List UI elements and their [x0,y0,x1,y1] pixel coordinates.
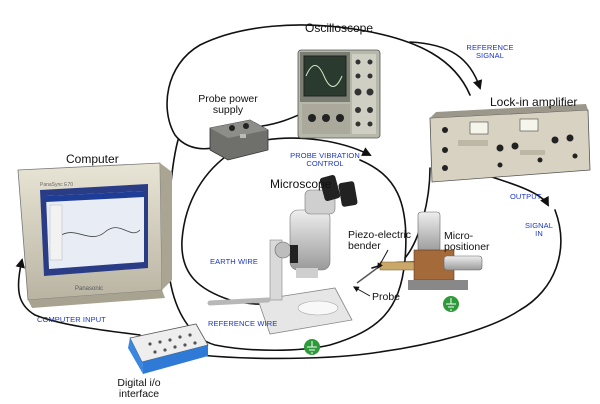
top-loop-wire [409,41,483,90]
oscilloscope-device [297,49,381,139]
probe-power-supply-device [209,119,269,161]
micropositioner-label: Micro- positioner [444,230,490,254]
reference-signal-label-line1: REFERENCE [466,43,514,52]
microscope-label: Microscope [270,177,332,191]
probe-vibration-control-label: PROBE VIBRATION CONTROL [282,152,368,168]
signal-in-label-line1: SIGNAL [524,221,554,230]
probe-pointer [352,286,371,297]
ground-icon [443,296,459,312]
reference-wire-probe [207,297,271,306]
digital-io-label-line1: Digital i/o [117,377,161,389]
probe-power-supply-label-line2: supply [212,104,244,117]
micropositioner-label-line2: positioner [444,241,490,254]
piezo-bender-label-line1: Piezo-electric [348,229,412,241]
computer-input-label: COMPUTER INPUT [37,315,106,324]
ground-icon [304,339,320,355]
computer-input-wire [15,258,141,336]
output-label: OUTPUT [510,192,542,201]
signal-in-label: SIGNAL IN [522,222,556,238]
probe-power-supply-label-line1: Probe power [198,93,258,105]
oscilloscope-label: Oscilloscope [305,21,374,35]
earth-wire-label: EARTH WIRE [210,257,258,266]
digital-io-device [128,323,209,374]
digital-io-label: Digital i/o interface [108,377,170,401]
reference-signal-label: REFERENCE SIGNAL [462,44,518,60]
probe-power-supply-label: Probe power supply [188,93,268,117]
monitor-model-text: PanaSync E70 [40,182,73,188]
lock-in-amplifier-device [429,104,591,183]
computer-device: PanaSync E70 Panasonic [17,162,172,308]
computer-label: Computer [66,152,119,166]
earth-wire [181,151,286,305]
piezo-bender-label: Piezo-electric bender [348,229,412,253]
reference-signal-label-line2: SIGNAL [475,50,505,60]
lock-in-amplifier-label: Lock-in amplifier [490,95,578,109]
microscope-device [257,175,358,335]
probe-label: Probe [372,291,401,303]
reference-wire-label: REFERENCE WIRE [208,319,278,328]
piezo-pointer [377,249,389,270]
micropositioner-label-line1: Micro- [444,230,474,242]
monitor-brand-text: Panasonic [75,286,103,292]
signal-in-label-line2: IN [535,228,543,238]
digital-io-label-line2: interface [118,388,160,401]
probe-vibration-wire [264,137,372,156]
piezo-bender-label-line2: bender [348,240,381,253]
probe-vibration-label-line2: CONTROL [306,158,344,168]
micropositioner-device [356,211,483,290]
probe-vibration-label-line1: PROBE VIBRATION [290,151,360,160]
reference-signal-wire [166,24,471,150]
